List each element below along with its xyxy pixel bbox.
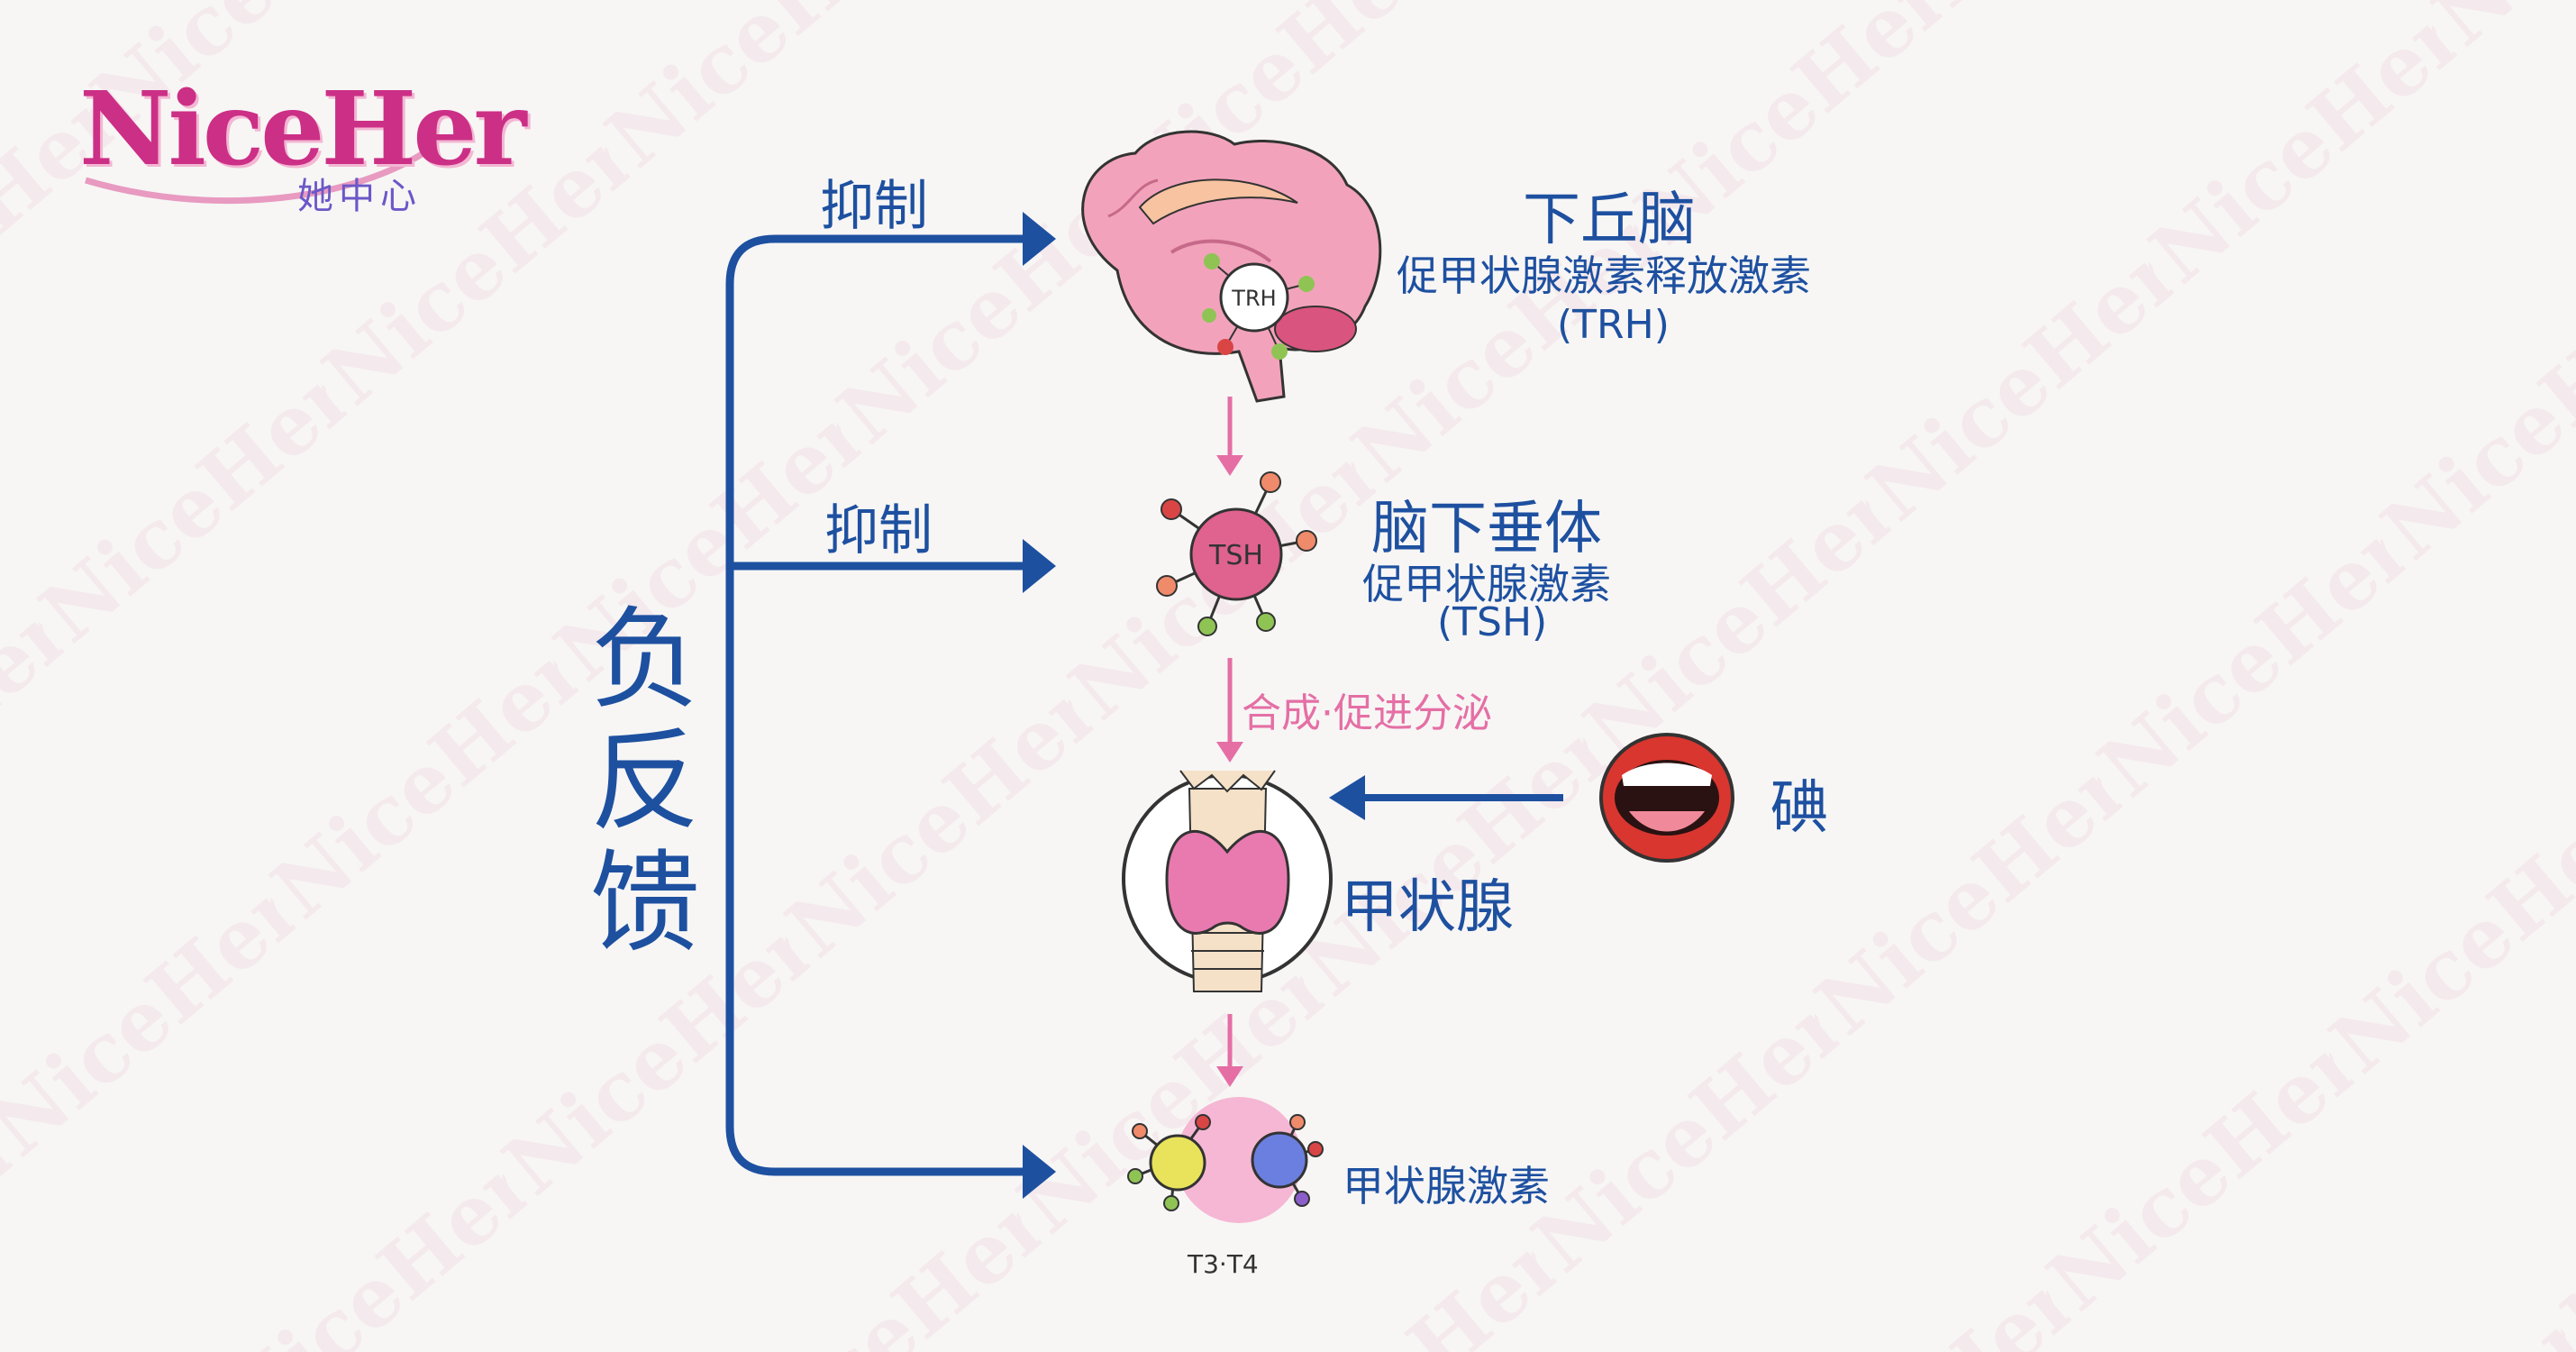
mouth-icon xyxy=(1599,733,1734,863)
arrowhead-mid xyxy=(1023,539,1056,593)
pituitary-hormone: 促甲状腺激素 xyxy=(1362,560,1611,608)
pituitary-title: 脑下垂体 xyxy=(1371,496,1602,562)
arrowhead-top xyxy=(1023,212,1056,266)
thyroid-hormone-molecules xyxy=(1127,1097,1324,1223)
thyroid-illustration xyxy=(1122,770,1333,992)
brain-illustration xyxy=(1081,130,1382,403)
logo-swoosh xyxy=(85,151,425,205)
hypothalamus-title: 下丘脑 xyxy=(1523,187,1696,253)
iodine-label: 碘 xyxy=(1770,775,1828,842)
logo-subtitle: 她中心 xyxy=(297,176,422,217)
arrowhead-bottom xyxy=(1023,1145,1056,1199)
thyroid-hormone-title: 甲状腺激素 xyxy=(1343,1162,1550,1210)
arrowhead-pink-3 xyxy=(1216,1066,1243,1087)
thyroid-title: 甲状腺 xyxy=(1341,874,1514,941)
arrowhead-pink-2 xyxy=(1216,742,1243,763)
hypothalamus-hormone: 促甲状腺激素释放激素 xyxy=(1397,251,1811,300)
trh-badge-label: TRH xyxy=(1231,286,1276,311)
arrowhead-iodine xyxy=(1329,775,1365,820)
synthesis-label: 合成·促进分泌 xyxy=(1242,690,1492,736)
negative-feedback-label: 负 反 馈 xyxy=(590,596,700,967)
negative-feedback-char-1: 负 xyxy=(590,596,700,724)
tsh-molecule: TSH xyxy=(1156,471,1317,636)
negative-feedback-char-2: 反 xyxy=(590,717,700,845)
t4-molecule xyxy=(1251,1131,1308,1189)
t3-molecule xyxy=(1149,1134,1206,1192)
logo: NiceHer xyxy=(79,70,526,188)
t3-t4-label: T3·T4 xyxy=(1188,1249,1259,1279)
negative-feedback-char-3: 馈 xyxy=(590,839,700,967)
inhibit-label-top: 抑制 xyxy=(820,175,928,238)
feedback-bracket-line xyxy=(725,234,1045,1176)
tsh-badge-label: TSH xyxy=(1208,540,1263,571)
hypothalamus-abbr: (TRH) xyxy=(1557,302,1670,348)
pituitary-abbr: (TSH) xyxy=(1437,599,1548,645)
trh-badge: TRH xyxy=(1202,253,1315,360)
arrowhead-pink-1 xyxy=(1216,455,1243,476)
inhibit-label-mid: 抑制 xyxy=(824,499,933,562)
